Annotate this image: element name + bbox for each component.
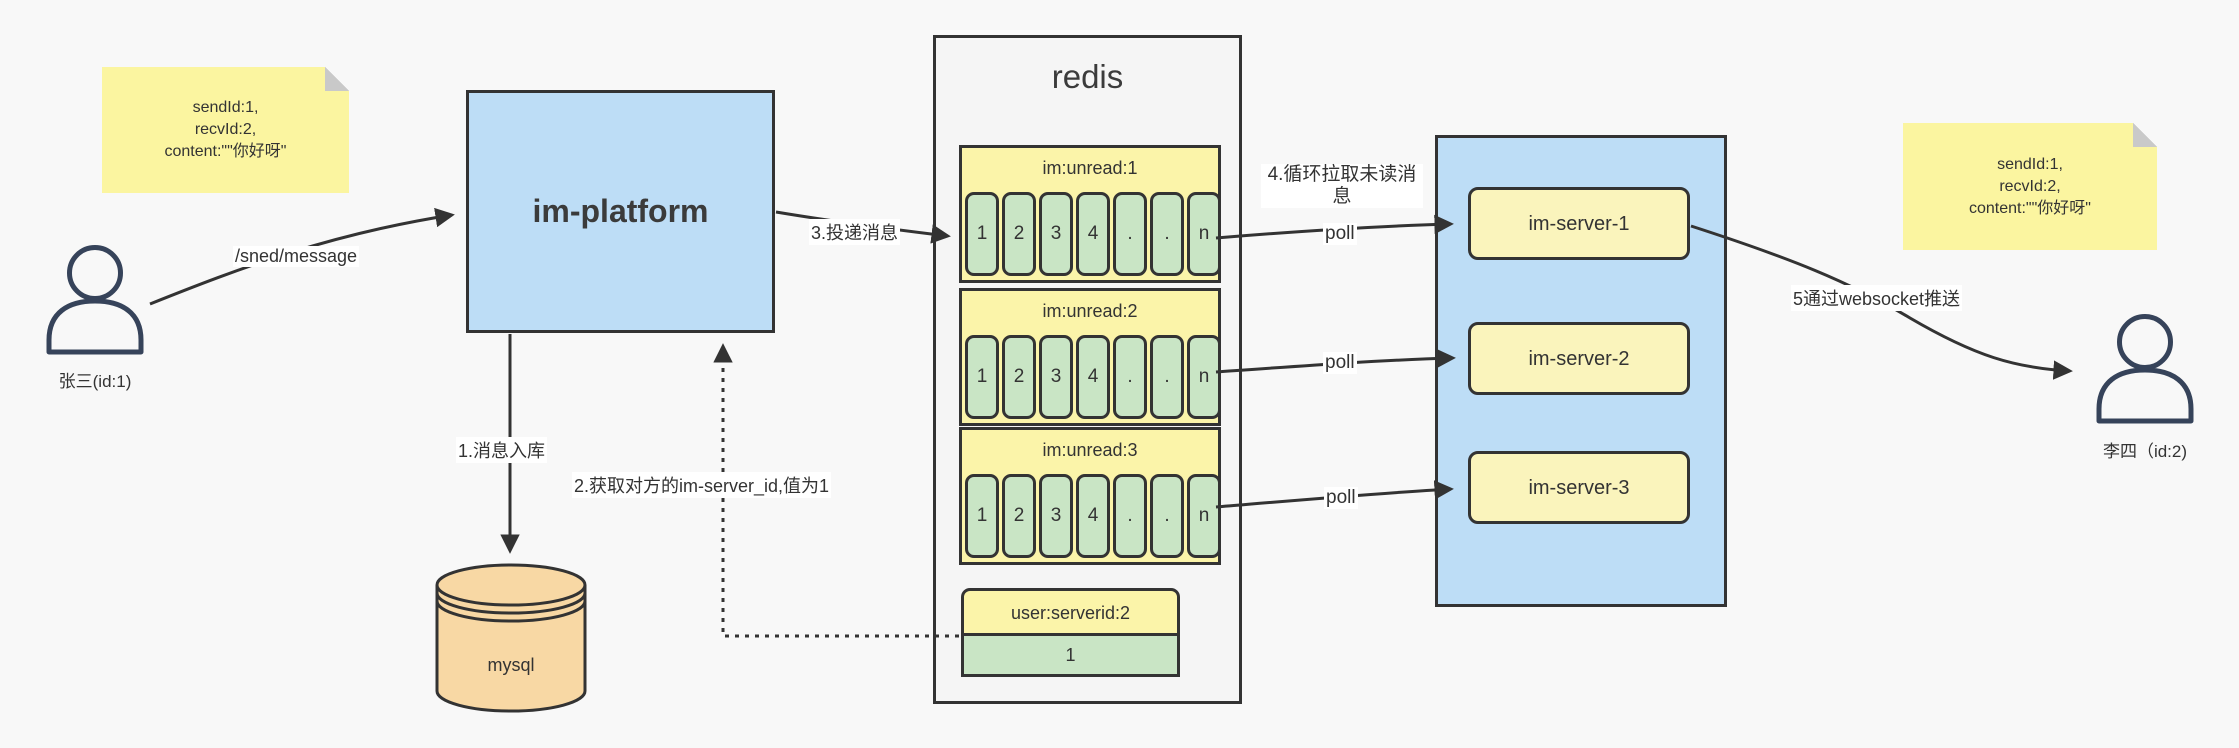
queue-cell: 3: [1039, 474, 1073, 558]
queue-cell: n: [1187, 474, 1221, 558]
sticky-note-receiver: sendId:1, recvId:2, content:""你好呀": [1903, 123, 2157, 250]
queue-cell: 4: [1076, 335, 1110, 419]
step5-label: 5通过websocket推送: [1791, 285, 1963, 311]
kv-value: 1: [961, 636, 1180, 677]
queue-cells: 1 2 3 4 . . n: [965, 335, 1221, 419]
note-fold-icon: [325, 67, 349, 91]
queue-im-unread-3: im:unread:3 1 2 3 4 . . n: [959, 427, 1221, 565]
poll-label-2: poll: [1323, 352, 1357, 374]
queue-cell: 2: [1002, 474, 1036, 558]
queue-im-unread-2: im:unread:2 1 2 3 4 . . n: [959, 288, 1221, 426]
step1-label: 1.消息入库: [456, 437, 548, 463]
queue-cell: 3: [1039, 192, 1073, 276]
redis-container: redis im:unread:1 1 2 3 4 . . n im:unrea…: [933, 35, 1242, 704]
sender-label: 张三(id:1): [58, 372, 132, 391]
note-text: sendId:1, recvId:2, content:""你好呀": [1969, 155, 2091, 217]
im-platform-box: im-platform: [466, 90, 775, 333]
queue-cell: 3: [1039, 335, 1073, 419]
queue-cell: .: [1113, 335, 1147, 419]
queue-cell: .: [1113, 474, 1147, 558]
queue-cell: 2: [1002, 192, 1036, 276]
queue-cells: 1 2 3 4 . . n: [965, 474, 1221, 558]
note-text: sendId:1, recvId:2, content:""你好呀": [164, 99, 287, 160]
queue-cell: 2: [1002, 335, 1036, 419]
step2-label: 2.获取对方的im-server_id,值为1: [572, 472, 832, 498]
kv-title: user:serverid:2: [961, 588, 1180, 636]
queue-cell: .: [1113, 192, 1147, 276]
queue-cell: .: [1150, 192, 1184, 276]
queue-im-unread-1: im:unread:1 1 2 3 4 . . n: [959, 145, 1221, 283]
sticky-note-sender: sendId:1, recvId:2, content:""你好呀": [102, 67, 349, 193]
im-server-1-box: im-server-1: [1468, 187, 1690, 260]
queue-cell: 1: [965, 335, 999, 419]
queue-cell: n: [1187, 192, 1221, 276]
cylinder-icon: [435, 563, 587, 713]
send-message-label: /sned/message: [233, 246, 360, 267]
queue-title: im:unread:1: [1042, 158, 1138, 178]
im-server-2-box: im-server-2: [1468, 322, 1690, 395]
step4-label: 4.循环拉取未读消息: [1261, 164, 1423, 208]
queue-cells: 1 2 3 4 . . n: [965, 192, 1221, 276]
person-icon: [2096, 314, 2194, 424]
queue-cell: .: [1150, 335, 1184, 419]
kv-user-serverid: user:serverid:2 1: [961, 588, 1180, 677]
step3-label: 3.投递消息: [809, 219, 901, 245]
user-icon-receiver: [2092, 313, 2198, 430]
person-icon: [46, 245, 144, 355]
queue-cell: 1: [965, 192, 999, 276]
queue-cell: n: [1187, 335, 1221, 419]
queue-cell: 4: [1076, 192, 1110, 276]
receiver-label: 李四（id:2): [2102, 442, 2188, 461]
im-server-cluster: im-server-1 im-server-2 im-server-3: [1435, 135, 1727, 607]
poll-label-3: poll: [1324, 487, 1358, 509]
im-platform-label: im-platform: [532, 193, 709, 229]
queue-cell: 1: [965, 474, 999, 558]
queue-cell: .: [1150, 474, 1184, 558]
mysql-database-icon: mysql: [435, 563, 587, 713]
user-icon-sender: [42, 244, 148, 361]
poll-label-1: poll: [1323, 223, 1357, 245]
redis-title: redis: [1051, 58, 1124, 95]
queue-title: im:unread:2: [1042, 301, 1138, 321]
mysql-label: mysql: [487, 655, 535, 675]
im-server-3-box: im-server-3: [1468, 451, 1690, 524]
note-fold-icon: [2133, 123, 2157, 147]
queue-cell: 4: [1076, 474, 1110, 558]
queue-title: im:unread:3: [1042, 440, 1138, 460]
